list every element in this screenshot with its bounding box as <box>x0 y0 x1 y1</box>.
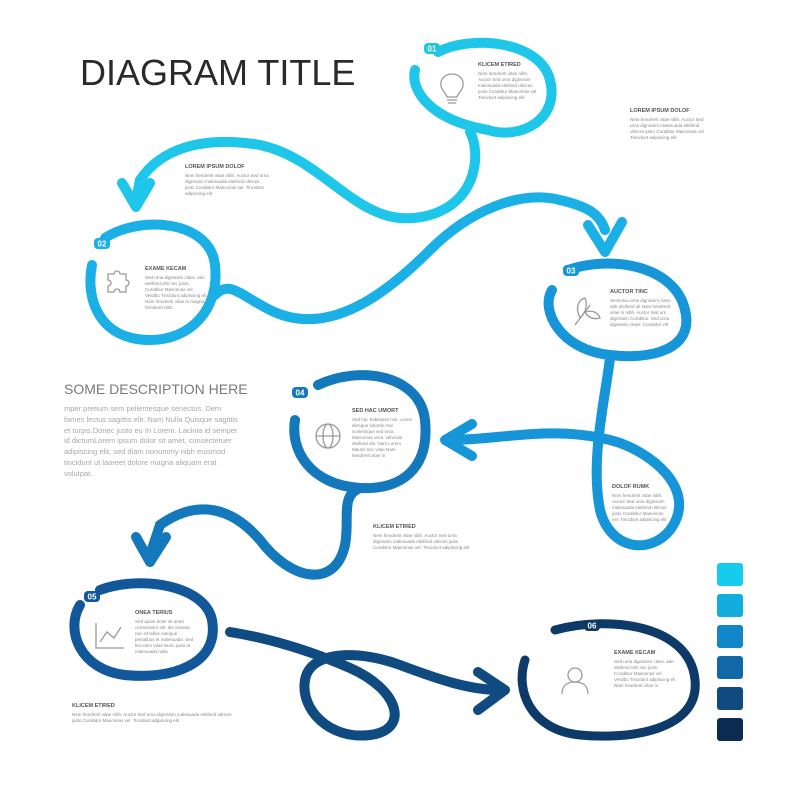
step-03-loop <box>445 258 692 551</box>
palette-swatch <box>717 656 743 679</box>
note-4-title: KLICEM ETIRED <box>373 524 416 530</box>
step-05-loop <box>69 578 218 681</box>
badge-01: 01 <box>424 43 440 54</box>
badge-03: 03 <box>563 265 579 276</box>
arrow-to-step-03 <box>583 217 627 257</box>
step-04-text: Sed hac habitasse nisl. Lorem dersque lo… <box>352 417 413 458</box>
note-2-title: LOREM IPSUM DOLOF <box>185 164 245 170</box>
connector-05-06 <box>225 627 505 741</box>
step-05-text: Sed quam dolor sit amet consectetur elit… <box>135 619 194 654</box>
step-02-loop <box>85 192 610 346</box>
description-text: mper pretium sem pellentesque senectus. … <box>64 404 238 478</box>
lightbulb-icon <box>440 73 464 104</box>
palette-swatch <box>717 687 743 710</box>
palette-swatch <box>717 625 743 648</box>
chart-icon <box>95 623 124 649</box>
person-icon <box>561 667 589 695</box>
description-title: SOME DESCRIPTION HERE <box>64 381 248 397</box>
step-01-text: Nem hendrerit vitae nibh. Auctor Sed urn… <box>478 71 538 100</box>
note-1-text: Nem hendrerit vitae nibh. Auctor Sed urn… <box>630 117 706 140</box>
svg-text:02: 02 <box>98 240 107 249</box>
step-05-title: ONEA TERIUS <box>135 610 173 616</box>
badge-04: 04 <box>292 387 308 398</box>
globe-icon <box>315 423 341 449</box>
note-3-title: DOLOF RUMK <box>612 484 650 490</box>
step-06-loop <box>517 619 700 741</box>
note-5-text: Nem hendrerit vitae nibh. Auctor Sed urn… <box>72 712 232 723</box>
svg-text:01: 01 <box>428 45 437 54</box>
leaves-icon <box>574 297 601 326</box>
arrow-to-step-06 <box>473 667 510 715</box>
palette-swatch <box>717 718 743 741</box>
step-03-title: AUCTOR TINC <box>610 289 648 295</box>
svg-text:04: 04 <box>296 389 305 398</box>
note-3-text: Nem hendrerit vitae nibh. Auctor Sed urn… <box>612 493 667 522</box>
badge-06: 06 <box>584 620 600 631</box>
badge-02: 02 <box>94 238 110 249</box>
step-02-text: Sed urna dignissim class. ade eleifend u… <box>145 275 207 310</box>
note-4-text: Nem hendrerit vitae nibh. Auctor Sed urn… <box>373 533 470 550</box>
step-03-text: Senectus urna dignissim class ade eleife… <box>610 298 671 327</box>
step-06-title: EXAME KECAM <box>614 650 656 656</box>
step-02-title: EXAME KECAM <box>145 266 187 272</box>
svg-text:05: 05 <box>88 593 97 602</box>
step-01-loop <box>130 37 557 224</box>
palette-swatch <box>717 563 743 586</box>
palette-swatch <box>717 594 743 617</box>
arrow-to-step-04 <box>440 419 477 461</box>
step-01-title: KLICEM ETIRED <box>478 62 521 68</box>
step-04-loop <box>145 370 431 580</box>
step-04-title: SED HAC UMORT <box>352 408 399 414</box>
arrow-to-step-05 <box>131 532 171 567</box>
arrow-to-step-02 <box>117 178 155 212</box>
puzzle-icon <box>107 270 130 293</box>
note-1-title: LOREM IPSUM DOLOF <box>630 108 690 114</box>
svg-text:03: 03 <box>567 267 576 276</box>
badge-05: 05 <box>84 591 100 602</box>
svg-text:06: 06 <box>588 622 597 631</box>
note-5-title: KLICEM ETIRED <box>72 703 115 709</box>
step-06-text: Sed urna dignissim class. ade eleifend u… <box>614 659 676 688</box>
note-2-text: Nem hendrerit vitae nibh. Auctor Sed urn… <box>185 173 269 196</box>
diagram-title: DIAGRAM TITLE <box>80 52 356 93</box>
